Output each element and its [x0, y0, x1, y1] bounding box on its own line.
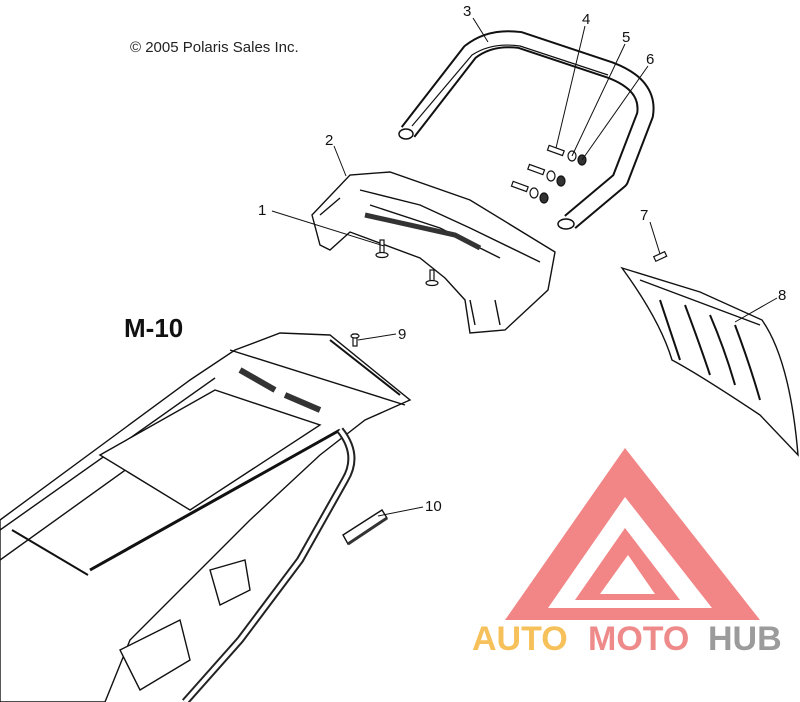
part-2-rear-mount — [311, 171, 556, 334]
chassis-tunnel — [0, 332, 412, 702]
watermark-text-hub: HUB — [708, 620, 782, 658]
callout-labels: 1 2 3 4 5 6 7 8 9 10 — [258, 3, 786, 515]
part-3-grab-bar — [398, 30, 655, 230]
part-1-mounting-bolts — [375, 239, 439, 287]
callout-6: 6 — [646, 51, 654, 68]
callout-9: 9 — [398, 326, 406, 343]
callout-4: 4 — [582, 11, 590, 28]
watermark-logo — [505, 448, 760, 620]
part-7-screw — [652, 250, 668, 263]
callout-10: 10 — [425, 498, 442, 515]
watermark-text: AUTO MOTO HUB — [472, 620, 782, 658]
callout-8: 8 — [778, 287, 786, 304]
watermark-text-moto: MOTO — [588, 620, 689, 658]
callout-7: 7 — [640, 207, 648, 224]
model-code-label: M-10 — [124, 313, 183, 343]
part-9-pin — [350, 333, 360, 347]
callout-3: 3 — [463, 3, 471, 20]
callout-1: 1 — [258, 202, 266, 219]
parts-4-5-6-bolt-set — [510, 144, 587, 204]
callout-5: 5 — [622, 29, 630, 46]
callout-2: 2 — [325, 132, 333, 149]
callout-leader-lines — [271, 17, 778, 517]
part-10-slide — [342, 509, 388, 546]
part-8-rear-flap — [620, 266, 799, 457]
copyright-notice: © 2005 Polaris Sales Inc. — [130, 39, 299, 56]
watermark-text-auto: AUTO — [472, 620, 568, 658]
